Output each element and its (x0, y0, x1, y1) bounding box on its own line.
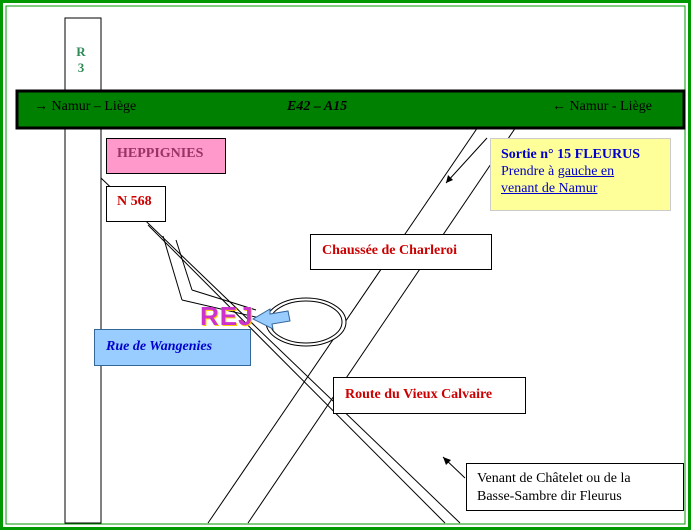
exit-info-title: Sortie n° 15 FLEURUS (501, 147, 640, 162)
exit-info-line3[interactable]: venant de Namur (501, 181, 598, 196)
exit-arrow-head (446, 175, 453, 183)
rej-logo: REJ (200, 301, 254, 331)
chaussee-road-edge-right (247, 126, 517, 524)
exit-info-box: Sortie n° 15 FLEURUS Prendre à gauche en… (490, 138, 671, 211)
vieux-calvaire-label: Route du Vieux Calvaire (345, 387, 493, 402)
chaussee-label: Chaussée de Charleroi (322, 243, 458, 258)
n568-branch-3 (175, 239, 193, 291)
exit-info-line2: Prendre à gauche en (501, 163, 670, 180)
motorway-right-label: ← Namur - Liège (552, 99, 652, 114)
n568-branch-1 (162, 235, 183, 301)
exit-arrow-line (445, 137, 488, 184)
chatelet-arrow-head (443, 457, 451, 465)
motorway-left-label: → Namur – Liège (34, 99, 137, 114)
rej-logo-text: REJ (200, 301, 254, 331)
calvaire-road-edge-top (100, 177, 461, 524)
n568-branch-4 (191, 289, 257, 311)
n568-label: N 568 (117, 194, 152, 209)
wangenies-box: Rue de Wangenies (94, 329, 251, 366)
r3-label-line1: R (76, 44, 86, 59)
r3-label-line2: 3 (77, 60, 85, 75)
inner-border (5, 5, 686, 525)
motorway-center-label: E42 – A15 (287, 99, 348, 114)
n568-box: N 568 (106, 186, 166, 222)
heppignies-box: HEPPIGNIES (106, 138, 226, 174)
n568-branch-2 (181, 299, 261, 319)
location-arrow-icon (251, 308, 291, 330)
r3-label: R 3 (76, 44, 86, 76)
motorway-bar (15, 89, 686, 130)
exit-info-link[interactable]: gauche en (557, 164, 615, 179)
chatelet-line2: Basse-Sambre dir Fleurus (477, 489, 622, 504)
chatelet-box: Venant de Châtelet ou de la Basse-Sambre… (466, 463, 684, 511)
heppignies-label: HEPPIGNIES (117, 146, 204, 161)
calvaire-road-edge-bottom (147, 224, 446, 524)
chaussee-box: Chaussée de Charleroi (310, 234, 492, 270)
chatelet-line1: Venant de Châtelet ou de la (477, 471, 631, 486)
wangenies-label: Rue de Wangenies (106, 339, 213, 354)
vieux-calvaire-box: Route du Vieux Calvaire (333, 377, 526, 414)
exit-info-prefix: Prendre à (501, 164, 558, 179)
